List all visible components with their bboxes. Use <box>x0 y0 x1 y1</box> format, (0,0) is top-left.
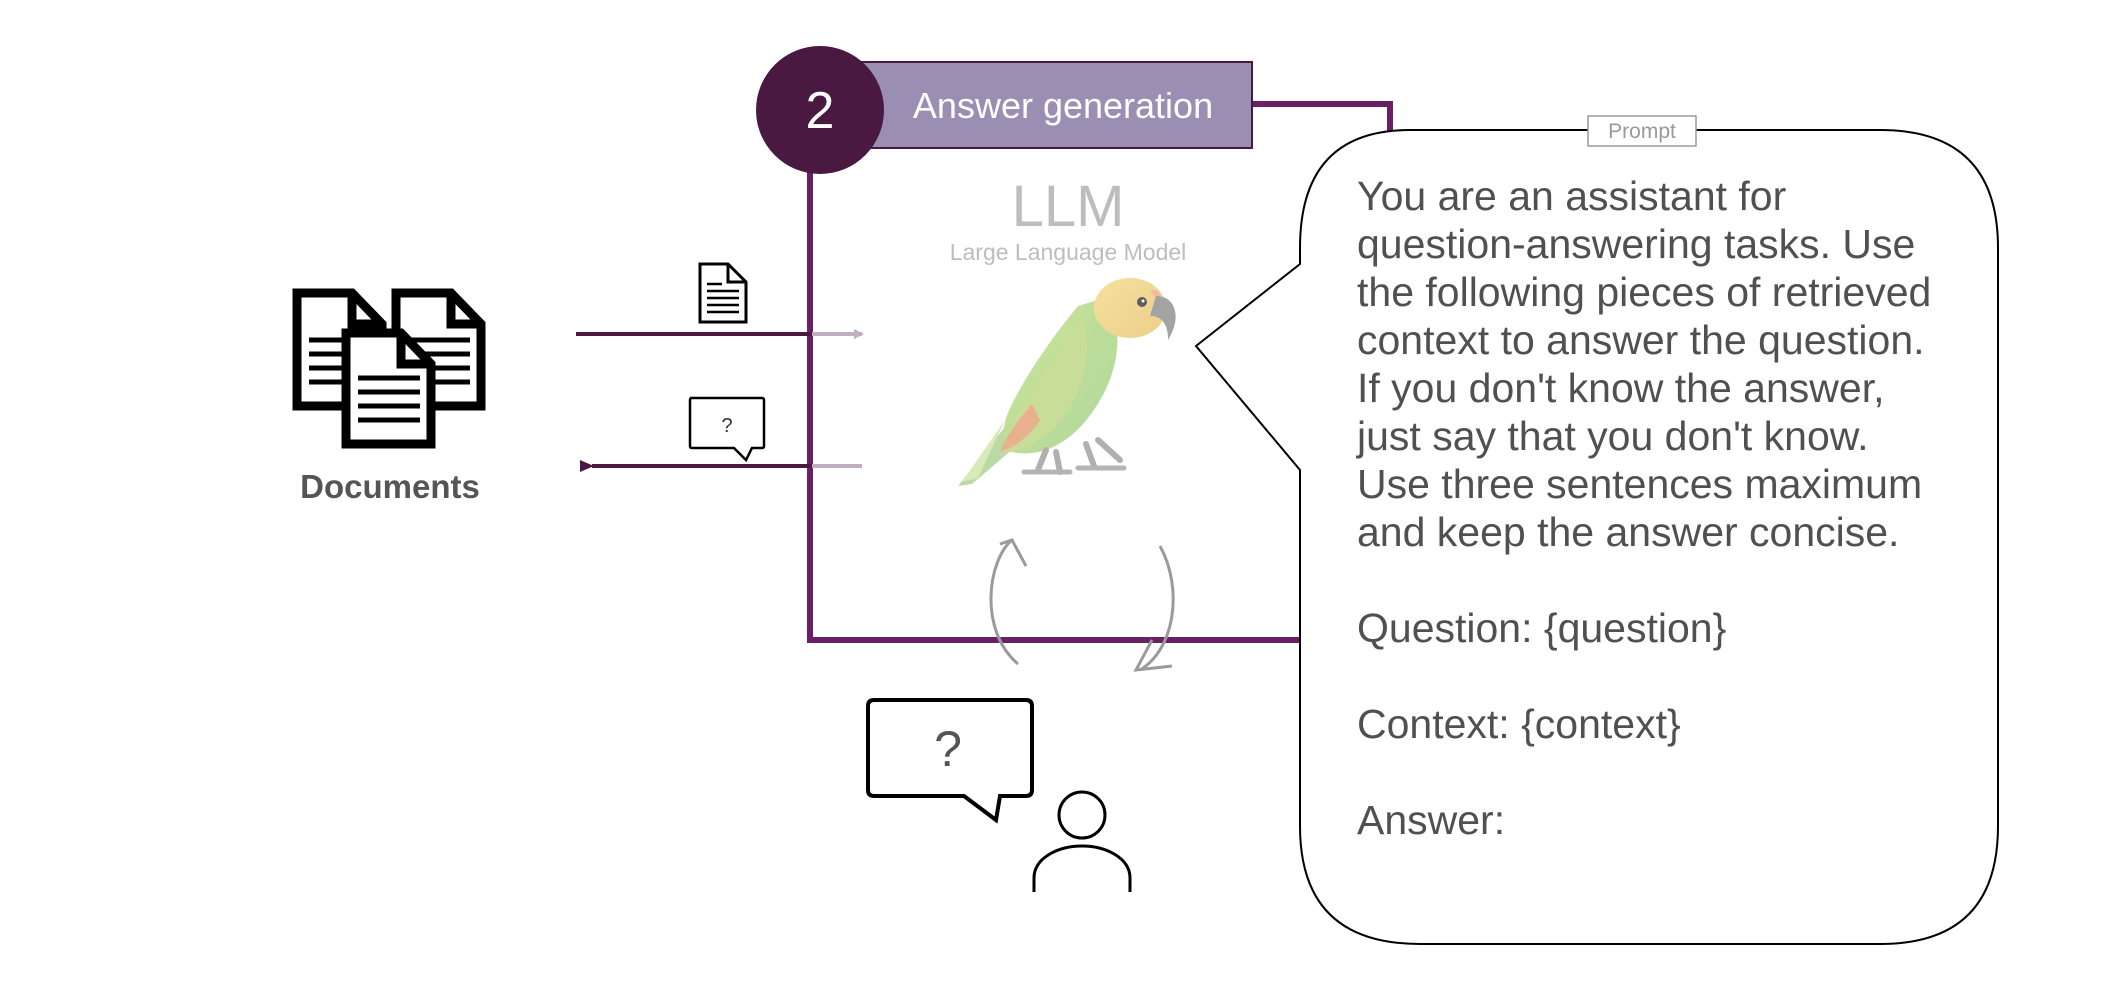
parrot-icon <box>958 278 1176 486</box>
prompt-answer-line: Answer: <box>1357 797 1506 843</box>
prompt-text: You are an assistant for question-answer… <box>1357 172 1947 892</box>
documents-label: Documents <box>300 468 480 505</box>
prompt-tag: Prompt <box>1608 120 1676 143</box>
small-document-icon <box>698 262 748 324</box>
document-page-front <box>341 328 436 449</box>
small-question-bubble: ? <box>688 396 766 463</box>
step-header: Answer generation 2 <box>756 46 1253 174</box>
large-question-mark: ? <box>934 721 962 777</box>
prompt-tag-box <box>1587 115 1697 147</box>
prompt-instructions: You are an assistant for question-answer… <box>1357 173 1932 555</box>
cycle-arrows <box>989 538 1175 672</box>
step-header-bar <box>861 61 1253 149</box>
step-number-badge <box>756 46 884 174</box>
prompt-bubble: Prompt <box>1194 115 1999 945</box>
small-question-mark: ? <box>721 415 732 437</box>
user-question-bubble: ? <box>866 698 1034 824</box>
prompt-question-line: Question: {question} <box>1357 605 1727 651</box>
step-title: Answer generation <box>913 85 1213 126</box>
step-number: 2 <box>806 82 835 140</box>
user-icon <box>1032 790 1132 892</box>
documents-icon <box>292 288 486 449</box>
prompt-context-line: Context: {context} <box>1357 701 1681 747</box>
llm-title: LLM <box>1012 174 1125 239</box>
llm-subtitle: Large Language Model <box>950 239 1187 265</box>
